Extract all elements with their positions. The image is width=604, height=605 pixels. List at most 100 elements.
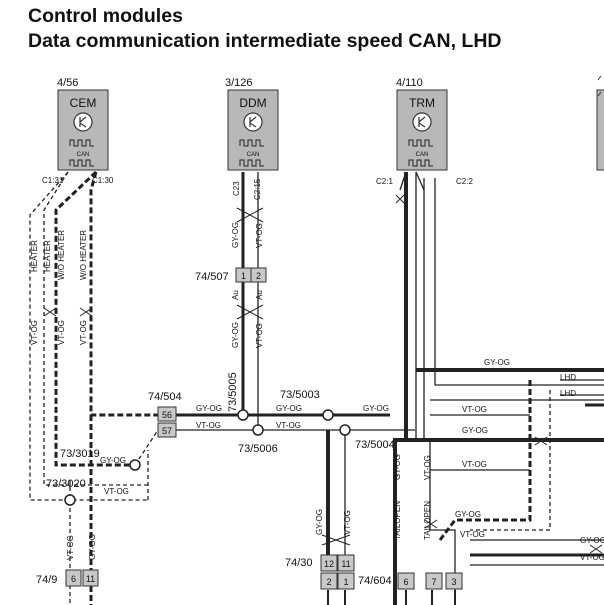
wire-label: W/O HEATER — [57, 230, 66, 280]
trm-ref: 4/110 — [396, 77, 423, 89]
wire-label: LHD — [560, 389, 576, 398]
connector-74-604[interactable]: 74/604 6 7 3 — [358, 572, 463, 590]
connector-pin: 2 — [326, 577, 331, 587]
connector-ref: 74/504 — [148, 391, 182, 403]
connector-ref: 74/30 — [285, 557, 313, 569]
connector-pin: 6 — [71, 574, 76, 584]
wire-label: W/O HEATER — [79, 230, 88, 280]
splice-node-icon — [252, 424, 264, 436]
wire-label: GY-OG — [462, 426, 488, 435]
ddm-ref: 3/126 — [225, 77, 253, 89]
wire-label: GY-OG — [580, 536, 604, 545]
wire-label: HEATER — [43, 240, 52, 272]
wire-label: GY-OG — [231, 222, 240, 248]
signal-wave-icon — [69, 159, 94, 167]
wire-label: VT-OG — [30, 320, 39, 345]
wire-label: GY-OG — [455, 510, 481, 519]
connector-ref: 74/507 — [195, 271, 229, 283]
splice-label: 73/5006 — [238, 443, 278, 455]
connector-pin: 1 — [343, 577, 348, 587]
trm-module[interactable]: 4/110 TRM CAN C2:1 C2:2 — [376, 77, 473, 186]
splice-node-icon — [237, 409, 249, 421]
wire-label: VT-OG — [343, 510, 352, 535]
cem-ref: 4/56 — [57, 77, 78, 89]
ddm-bus: CAN — [247, 152, 260, 158]
wire-label: LHD — [560, 373, 576, 382]
connector-pin: 7 — [431, 577, 436, 587]
wire-label: VT-OG — [462, 405, 487, 414]
transistor-icon — [73, 112, 93, 132]
wire-label: VT-OG — [462, 460, 487, 469]
wire-label: VT-OG — [580, 553, 604, 562]
cem-module[interactable]: 4/56 CEM CAN C1:31 C1:30 — [42, 77, 114, 185]
wire-label: GY-OG — [276, 404, 302, 413]
connector-74-9[interactable]: 74/9 6 11 — [36, 569, 99, 587]
connector-pin: 6 — [403, 577, 408, 587]
wire-label: GY-OG — [484, 358, 510, 367]
cem-pin-right: C1:30 — [92, 176, 114, 185]
ddm-name: DDM — [239, 96, 266, 110]
splice-label: 73/5005 — [227, 372, 239, 412]
wire-label: GY-OG — [196, 404, 222, 413]
splice-node-icon — [339, 424, 351, 436]
wire-label: VT-OG — [196, 421, 221, 430]
splice-node-icon — [322, 409, 334, 421]
wire-label: TAILOPEN — [393, 501, 402, 540]
wire-label: VT-OG — [255, 323, 264, 348]
connector-pin: 11 — [341, 559, 350, 569]
wire-label: VT-OG — [66, 535, 75, 560]
wire-label: VT-OG — [460, 530, 485, 539]
wire-label: GY-OG — [363, 404, 389, 413]
wire-label: VT-OG — [276, 421, 301, 430]
connector-ref: 74/9 — [36, 574, 57, 586]
partial-module-mark — [597, 75, 602, 97]
cem-bus: CAN — [77, 152, 90, 158]
splice-label: 73/3019 — [60, 448, 100, 460]
wire-label: VT-OG — [255, 223, 264, 248]
wire-label: VT-OG — [79, 320, 88, 345]
diagram-title: Control modules Data communication inter… — [28, 4, 502, 54]
splice-nodes — [64, 409, 351, 506]
connector-pin: 56 — [162, 410, 172, 420]
wire-label: Au — [231, 290, 240, 300]
wire-label: VT-OG — [423, 455, 432, 480]
ddm-module[interactable]: 3/126 DDM CAN C23 C2:15 — [225, 77, 279, 200]
connector-74-504[interactable]: 74/504 56 57 — [148, 391, 182, 438]
ddm-pin-left: C23 — [232, 181, 241, 196]
connector-pin: 2 — [256, 271, 261, 281]
title-line-1: Control modules — [28, 5, 183, 27]
connector-74-30[interactable]: 74/30 12 11 2 1 — [285, 554, 355, 590]
trm-bus: CAN — [416, 152, 429, 158]
wire-label: Au — [255, 290, 264, 300]
trm-pin-right: C2:2 — [456, 177, 473, 186]
signal-wave-icon — [408, 139, 433, 147]
connector-74-507[interactable]: 74/507 1 2 — [195, 267, 267, 283]
splice-label: 73/5004 — [355, 439, 395, 451]
transistor-icon — [412, 112, 432, 132]
wire-label: GY-OG — [231, 322, 240, 348]
connector-pin: 12 — [324, 559, 334, 569]
wire-label: GY-OG — [315, 509, 324, 535]
splice-node-icon — [129, 459, 141, 471]
cem-pin-left: C1:31 — [42, 176, 64, 185]
title-line-2: Data communication intermediate speed CA… — [28, 30, 502, 52]
partial-module — [596, 89, 604, 171]
connector-pin: 1 — [241, 271, 246, 281]
wire-label: VT-OG — [57, 320, 66, 345]
wires — [29, 170, 604, 605]
splice-label: 73/5003 — [280, 389, 320, 401]
wire-label: GY-OG — [88, 534, 97, 560]
trm-pin-left: C2:1 — [376, 177, 393, 186]
wire-label: GY-OG — [100, 456, 126, 465]
wire-label: HEATER — [30, 240, 39, 272]
wire-label: TAILOPEN — [423, 501, 432, 540]
splice-label: 73/3020 — [46, 478, 86, 490]
signal-wave-icon — [69, 139, 94, 147]
trm-name: TRM — [409, 96, 435, 110]
connector-pin: 57 — [162, 426, 172, 436]
wire-labels: HEATER HEATER W/O HEATER W/O HEATER VT-O… — [30, 222, 604, 562]
connector-pin: 11 — [86, 574, 95, 584]
connector-ref: 74/604 — [358, 575, 392, 587]
signal-wave-icon — [239, 139, 264, 147]
